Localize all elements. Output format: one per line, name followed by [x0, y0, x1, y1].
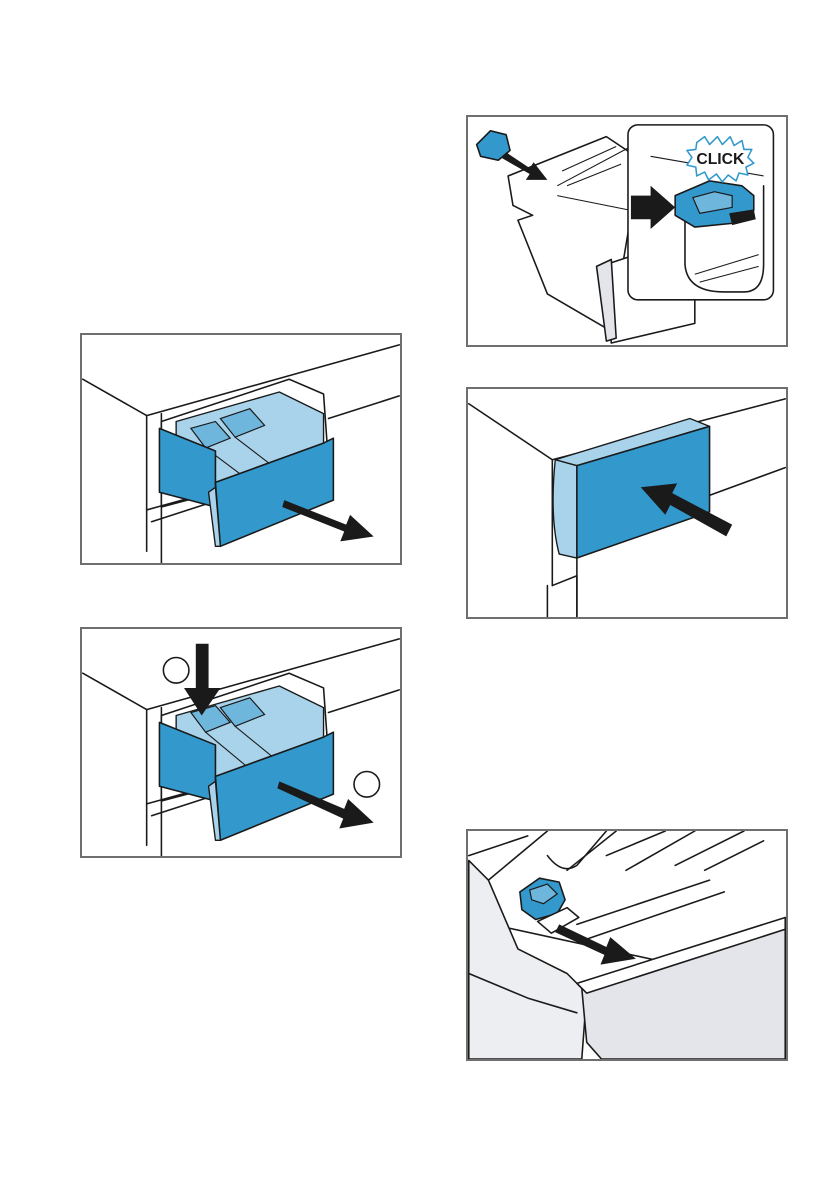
- illustration-press-and-remove: [82, 629, 400, 856]
- click-label: CLICK: [696, 151, 745, 168]
- illustration-pull-insert-forward: [468, 831, 786, 1059]
- step-marker-1: [163, 657, 189, 683]
- figure-insert-click: CLICK: [466, 115, 788, 347]
- figure-pull-insert-forward: [466, 829, 788, 1061]
- step-marker-2: [354, 771, 380, 797]
- figure-push-in-drawer: [466, 387, 788, 619]
- illustration-pull-out-drawer: [82, 335, 400, 563]
- illustration-push-in-drawer: [468, 389, 786, 617]
- illustration-insert-click: CLICK: [468, 117, 786, 345]
- figure-press-and-remove: [80, 627, 402, 858]
- figure-pull-out-drawer: [80, 333, 402, 565]
